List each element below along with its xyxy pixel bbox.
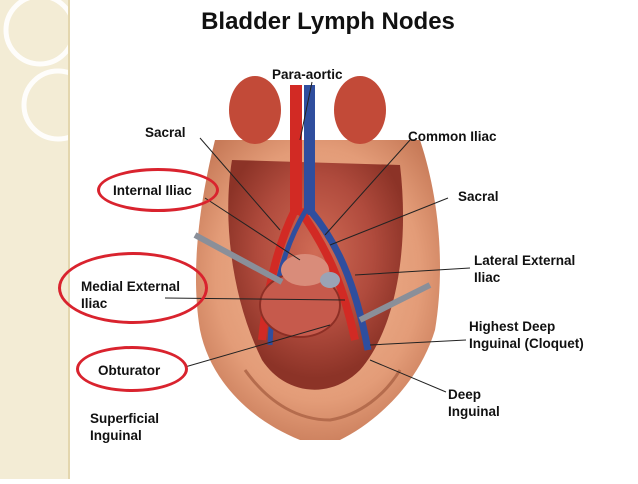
leader-highest-deep-inguinal [369,339,467,346]
label-lateral-external-iliac: Lateral External Iliac [474,252,575,286]
label-sacral-left: Sacral [145,125,186,140]
label-deep-inguinal-line1: Deep [448,387,482,402]
label-lateral-external-iliac-line1: Lateral External [474,253,576,268]
decorative-side-strip [0,0,95,479]
label-medial-external-iliac-line2: Iliac [81,296,108,311]
vena-cava [304,85,315,215]
leader-internal-iliac [204,197,301,261]
label-lateral-external-iliac-line2: Iliac [474,270,501,285]
aorta [290,85,302,215]
label-superficial-inguinal: Superficial Inguinal [90,410,159,444]
label-highest-deep-inguinal: Highest Deep Inguinal (Cloquet) [469,318,584,352]
label-medial-external-iliac-line1: Medial External [81,279,181,294]
label-highest-deep-inguinal-line2: Inguinal (Cloquet) [469,336,584,351]
highlight-oval-obturator [76,346,188,392]
organ-detail [281,254,329,286]
label-internal-iliac: Internal Iliac [113,183,192,198]
inguinal-region [243,369,402,422]
left-kidney [229,76,281,144]
label-deep-inguinal: Deep Inguinal [448,386,500,420]
leader-deep-inguinal [369,359,447,393]
leader-lateral-external-iliac [354,267,471,276]
page-title: Bladder Lymph Nodes [201,8,455,35]
leader-common-iliac [324,139,411,236]
label-obturator: Obturator [98,363,161,378]
retractor-right [358,282,432,323]
leader-sacral-left [199,137,281,231]
side-strip-edge [68,0,70,479]
right-iliac-vein [307,207,372,351]
label-para-aortic: Para-aortic [272,67,343,82]
label-superficial-inguinal-line2: Inguinal [90,428,142,443]
right-iliac-artery [296,207,359,341]
leader-para-aortic [299,81,313,141]
label-sacral-right: Sacral [458,189,499,204]
retractor-left [193,232,284,285]
label-highest-deep-inguinal-line1: Highest Deep [469,319,556,334]
highlight-oval-medial-external-iliac [58,252,208,324]
highlight-oval-internal-iliac [97,168,219,212]
node-cluster [320,272,340,288]
label-superficial-inguinal-line1: Superficial [90,411,160,426]
label-common-iliac: Common Iliac [408,129,497,144]
leader-obturator [184,324,331,368]
label-medial-external-iliac: Medial External Iliac [81,278,180,312]
leader-sacral-right [329,197,449,246]
label-deep-inguinal-line2: Inguinal [448,404,500,419]
right-kidney [334,76,386,144]
